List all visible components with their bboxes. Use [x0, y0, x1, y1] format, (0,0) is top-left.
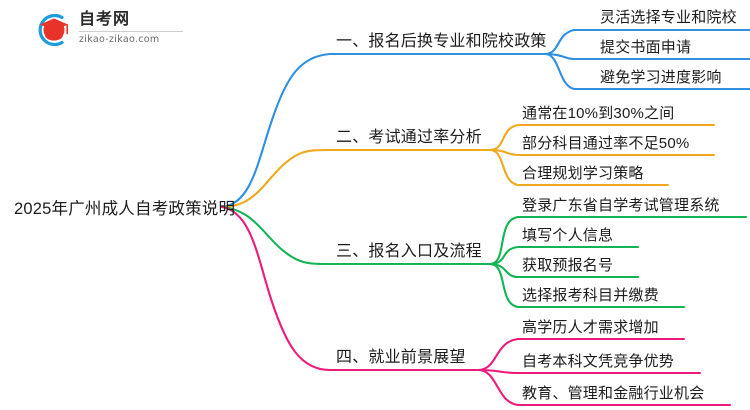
mindmap-leaf-4-1[interactable]: 高学历人才需求增加 — [522, 319, 659, 336]
connector-branch-4-to-leaf-3 — [476, 368, 732, 407]
connector-branch-1-to-leaf-3 — [543, 52, 750, 91]
connector-branch-1-to-leaf-2 — [543, 52, 750, 61]
logo-title: 自考网 — [79, 11, 131, 28]
connector-branch-4-to-leaf-1 — [476, 337, 686, 372]
connector-root-to-branch-2 — [220, 148, 492, 209]
mindmap-root-node[interactable]: 2025年广州成人自考政策说明 — [14, 200, 236, 218]
mindmap-branch-2[interactable]: 二、考试通过率分析 — [336, 129, 482, 146]
connector-branch-3-to-leaf-1 — [488, 215, 748, 266]
mindmap-leaf-2-1[interactable]: 通常在10%到30%之间 — [522, 105, 675, 122]
connector-root-to-branch-3 — [220, 205, 492, 266]
mindmap-leaf-2-2[interactable]: 部分科目通过率不足50% — [522, 135, 690, 152]
mindmap-leaf-3-2[interactable]: 填写个人信息 — [522, 227, 614, 244]
mindmap-leaf-2-3[interactable]: 合理规划学习策略 — [522, 165, 644, 182]
connector-branch-2-to-leaf-3 — [488, 148, 670, 187]
logo-divider — [79, 31, 183, 32]
logo-text-block: 自考网 zikao-zikao.com — [79, 10, 194, 46]
site-logo[interactable]: 自考网 zikao-zikao.com — [32, 9, 192, 51]
connector-root-to-branch-4 — [220, 205, 480, 372]
mindmap-leaf-1-1[interactable]: 灵活选择专业和院校 — [600, 9, 737, 26]
mindmap-branch-3[interactable]: 三、报名入口及流程 — [336, 243, 482, 260]
logo-subtitle: zikao-zikao.com — [79, 34, 160, 45]
mindmap-leaf-3-3[interactable]: 获取预报名号 — [522, 257, 614, 274]
mindmap-leaf-3-4[interactable]: 选择报考科目并缴费 — [522, 287, 659, 304]
mindmap-leaf-1-2[interactable]: 提交书面申请 — [600, 39, 692, 56]
mindmap-leaf-3-1[interactable]: 登录广东省自学考试管理系统 — [522, 197, 720, 214]
mindmap-leaf-1-3[interactable]: 避免学习进度影响 — [600, 69, 722, 86]
graduation-cap-icon — [38, 13, 68, 47]
mindmap-leaf-4-3[interactable]: 教育、管理和金融行业机会 — [522, 385, 705, 402]
mindmap-branch-1[interactable]: 一、报名后换专业和院校政策 — [336, 33, 547, 50]
connector-root-to-branch-1 — [220, 52, 547, 209]
mindmap-branch-4[interactable]: 四、就业前景展望 — [336, 349, 466, 366]
mindmap-leaf-4-2[interactable]: 自考本科文凭竞争优势 — [522, 353, 675, 370]
connector-branch-3-to-leaf-4 — [488, 262, 686, 309]
